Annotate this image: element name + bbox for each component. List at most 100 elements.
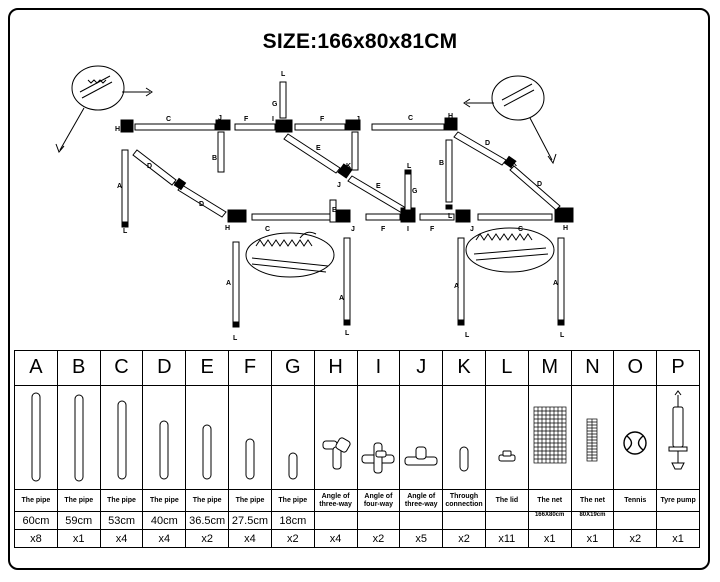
part-name: The pipe: [270, 489, 315, 513]
part-letter: P: [656, 350, 700, 386]
pipe-icon: [245, 438, 255, 480]
svg-text:D: D: [147, 163, 152, 170]
part-size: 18cm: [270, 511, 315, 531]
svg-text:J: J: [218, 115, 222, 122]
page-frame: [8, 8, 710, 570]
part-name: The pipe: [185, 489, 230, 513]
part-size: [356, 511, 401, 531]
part-quantity: x1: [570, 529, 615, 548]
diagram-label-l: L: [281, 71, 286, 78]
part-letter: H: [313, 350, 358, 386]
svg-text:L: L: [345, 330, 350, 337]
part-name: Angle of three-way: [313, 489, 358, 513]
page-title: SIZE:166x80x81CM: [262, 30, 458, 53]
part-letter: O: [613, 350, 658, 386]
svg-text:B: B: [439, 160, 444, 167]
part-size: 27.5cm: [228, 511, 272, 531]
part-picture-a: [14, 384, 58, 491]
svg-text:K: K: [346, 163, 351, 170]
parts-name-row: The pipe The pipe The pipe The pipe The …: [14, 489, 700, 513]
svg-text:H: H: [448, 113, 453, 120]
svg-text:D: D: [537, 181, 542, 188]
svg-text:D: D: [199, 201, 204, 208]
part-size: 40cm: [142, 511, 187, 531]
svg-text:K: K: [512, 161, 517, 168]
part-name: The net: [570, 489, 615, 513]
part-quantity: x4: [313, 529, 358, 548]
part-letter: I: [356, 350, 401, 386]
part-picture-c: [99, 384, 144, 491]
parts-picture-row: [14, 384, 700, 491]
svg-text:G: G: [412, 188, 418, 195]
svg-text:A: A: [117, 183, 122, 190]
part-letter: N: [570, 350, 615, 386]
svg-text:L: L: [233, 335, 238, 342]
pipe-icon: [202, 424, 212, 480]
parts-letter-row: A B C D E F G H I J K L M N O P: [14, 350, 700, 386]
part-size: [484, 511, 529, 531]
part-letter: F: [228, 350, 272, 386]
pipe-icon: [288, 452, 298, 480]
svg-text:L: L: [560, 332, 565, 339]
part-picture-d: [142, 384, 187, 491]
part-size: 80X19cm: [570, 511, 615, 531]
part-picture-k: [442, 384, 486, 491]
svg-text:K: K: [174, 181, 179, 188]
part-letter: B: [56, 350, 101, 386]
part-size: 36.5cm: [185, 511, 230, 531]
part-quantity: x8: [14, 529, 58, 548]
pipe-icon: [74, 394, 84, 482]
svg-text:L: L: [465, 332, 470, 339]
part-picture-m: [527, 384, 572, 491]
part-letter: A: [14, 350, 58, 386]
part-picture-j: [399, 384, 444, 491]
svg-text:G: G: [272, 101, 278, 108]
part-name: The pipe: [142, 489, 187, 513]
four-way-connector-icon: [361, 442, 395, 474]
part-quantity: x5: [399, 529, 444, 548]
svg-text:A: A: [454, 283, 459, 290]
part-letter: M: [527, 350, 572, 386]
svg-text:D: D: [485, 140, 490, 147]
tee-connector-icon: [404, 446, 438, 466]
part-name: Angle of three-way: [399, 489, 444, 513]
part-letter: E: [185, 350, 230, 386]
detail-circle-right: [463, 75, 557, 165]
part-size: 59cm: [56, 511, 101, 531]
angle-three-way-icon: [322, 437, 351, 470]
part-name: The net: [527, 489, 572, 513]
svg-text:L: L: [123, 228, 128, 235]
tyre-pump-icon: [668, 390, 688, 470]
part-picture-b: [56, 384, 101, 491]
part-size: [442, 511, 486, 531]
parts-size-row: 60cm 59cm 53cm 40cm 36.5cm 27.5cm 18cm 1…: [14, 511, 700, 531]
part-letter: C: [99, 350, 144, 386]
part-size: [399, 511, 444, 531]
svg-text:A: A: [226, 280, 231, 287]
part-picture-e: [185, 384, 230, 491]
pipe-icon: [31, 392, 41, 482]
part-quantity: x4: [99, 529, 144, 548]
part-picture-n: [570, 384, 615, 491]
svg-text:A: A: [553, 280, 558, 287]
svg-text:F: F: [244, 116, 249, 123]
part-picture-p: [656, 384, 700, 491]
svg-text:L: L: [448, 213, 453, 220]
part-name: The pipe: [56, 489, 101, 513]
part-picture-g: [270, 384, 315, 491]
svg-text:F: F: [320, 116, 325, 123]
svg-text:I: I: [407, 226, 409, 233]
svg-text:C: C: [166, 116, 171, 123]
part-size: 53cm: [99, 511, 144, 531]
pipe-icon: [117, 400, 127, 480]
svg-text:E: E: [316, 145, 321, 152]
svg-text:C: C: [518, 226, 523, 233]
part-letter: J: [399, 350, 444, 386]
part-quantity: x4: [228, 529, 272, 548]
svg-text:A: A: [339, 295, 344, 302]
part-quantity: x2: [356, 529, 401, 548]
svg-text:F: F: [381, 226, 386, 233]
part-name: Angle of four-way: [356, 489, 401, 513]
part-size: [656, 511, 700, 531]
part-size: 166X80cm: [527, 511, 572, 531]
